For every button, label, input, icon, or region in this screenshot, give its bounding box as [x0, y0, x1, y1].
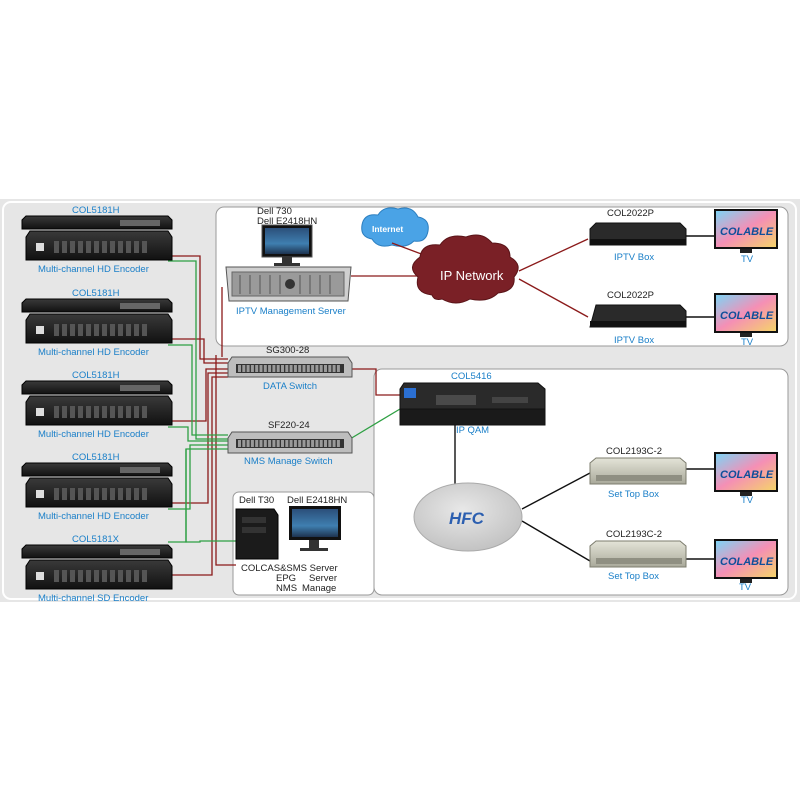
set-top-box-1: COL2193C-2 Set Top Box [589, 446, 687, 500]
tv-2-brand: COLABLE [720, 310, 774, 322]
encoder-1: COL5181H Multi-channel HD Encoder [21, 205, 173, 275]
encoder-2-caption: Multi-channel HD Encoder [38, 347, 149, 358]
iptv-box-1-caption: IPTV Box [614, 252, 654, 263]
tv-3: COLABLE TV [714, 452, 778, 506]
iptv-server-caption: IPTV Management Server [236, 306, 346, 317]
encoder-2: COL5181H Multi-channel HD Encoder [21, 288, 173, 358]
set-top-box-2-model: COL2193C-2 [606, 529, 662, 540]
data-switch-model: SG300-28 [266, 345, 309, 356]
tv-4-brand: COLABLE [720, 556, 774, 568]
tv-1: COLABLE TV [714, 209, 778, 265]
encoder-2-model: COL5181H [72, 288, 120, 299]
tv-1-caption: TV [741, 254, 754, 265]
encoder-3-model: COL5181H [72, 370, 120, 381]
ip-network-label: IP Network [440, 268, 504, 283]
nms-switch-caption: NMS Manage Switch [244, 456, 333, 467]
data-switch-caption: DATA Switch [263, 381, 317, 392]
iptv-server: Dell 730 Dell E2418HN IPTV Management Se… [225, 206, 352, 317]
nms-switch-model: SF220-24 [268, 420, 310, 431]
tv-2: COLABLE TV [714, 293, 778, 348]
encoder-5-caption: Multi-channel SD Encoder [38, 593, 148, 602]
ip-qam: COL5416 IP QAM [399, 371, 546, 436]
tv-4: COLABLE TV [714, 539, 778, 593]
cas-line2a: EPG [276, 573, 296, 584]
encoder-1-caption: Multi-channel HD Encoder [38, 264, 149, 275]
ip-qam-model: COL5416 [451, 371, 492, 382]
encoder-5: COL5181X Multi-channel SD Encoder [21, 534, 173, 604]
encoder-4: COL5181H Multi-channel HD Encoder [21, 452, 173, 522]
tv-1-brand: COLABLE [720, 226, 774, 238]
cas-line1: COLCAS&SMS Server [241, 563, 338, 574]
tv-3-brand: COLABLE [720, 469, 774, 481]
hfc-label: HFC [449, 509, 485, 528]
iptv-box-2: COL2022P IPTV Box [589, 290, 687, 346]
encoder-1-model: COL5181H [72, 205, 120, 216]
iptv-server-line2: Dell E2418HN [257, 216, 317, 227]
encoder-3-caption: Multi-channel HD Encoder [38, 429, 149, 440]
hfc-node: HFC [413, 482, 523, 552]
coax-links [454, 235, 714, 562]
tv-2-caption: TV [741, 337, 754, 348]
encoder-4-model: COL5181H [72, 452, 120, 463]
cas-monitor-name: Dell E2418HN [287, 495, 347, 506]
cas-line2b: Server [309, 573, 337, 584]
iptv-server-line1: Dell 730 [257, 206, 292, 217]
iptv-box-1-model: COL2022P [607, 208, 654, 219]
tower-server [235, 508, 279, 560]
iptv-box-1: COL2022P IPTV Box [589, 208, 687, 263]
cas-server: Dell T30 Dell E2418HN COLCAS&SMS Server … [235, 495, 347, 594]
nms-switch: SF220-24 NMS Manage Switch [227, 420, 353, 467]
tv-4-caption: TV [739, 582, 752, 593]
ip-qam-caption: IP QAM [456, 425, 489, 436]
encoder-5-model: COL5181X [72, 534, 120, 545]
data-switch: SG300-28 DATA Switch [227, 345, 353, 392]
encoder-3: COL5181H Multi-channel HD Encoder [21, 370, 173, 440]
set-top-box-2: COL2193C-2 Set Top Box [589, 529, 687, 582]
iptv-box-2-model: COL2022P [607, 290, 654, 301]
set-top-box-1-caption: Set Top Box [608, 489, 659, 500]
nms-links [168, 260, 401, 543]
iptv-box-2-caption: IPTV Box [614, 335, 654, 346]
internet-label: Internet [372, 224, 403, 234]
ip-network-cloud: IP Network [412, 234, 519, 304]
cas-line3b: Manage [302, 583, 336, 594]
tv-3-caption: TV [741, 495, 754, 506]
cas-line3a: NMS [276, 583, 297, 594]
data-links [168, 238, 589, 576]
set-top-box-1-model: COL2193C-2 [606, 446, 662, 457]
encoder-4-caption: Multi-channel HD Encoder [38, 511, 149, 522]
cas-tower-name: Dell T30 [239, 495, 274, 506]
set-top-box-2-caption: Set Top Box [608, 571, 659, 582]
